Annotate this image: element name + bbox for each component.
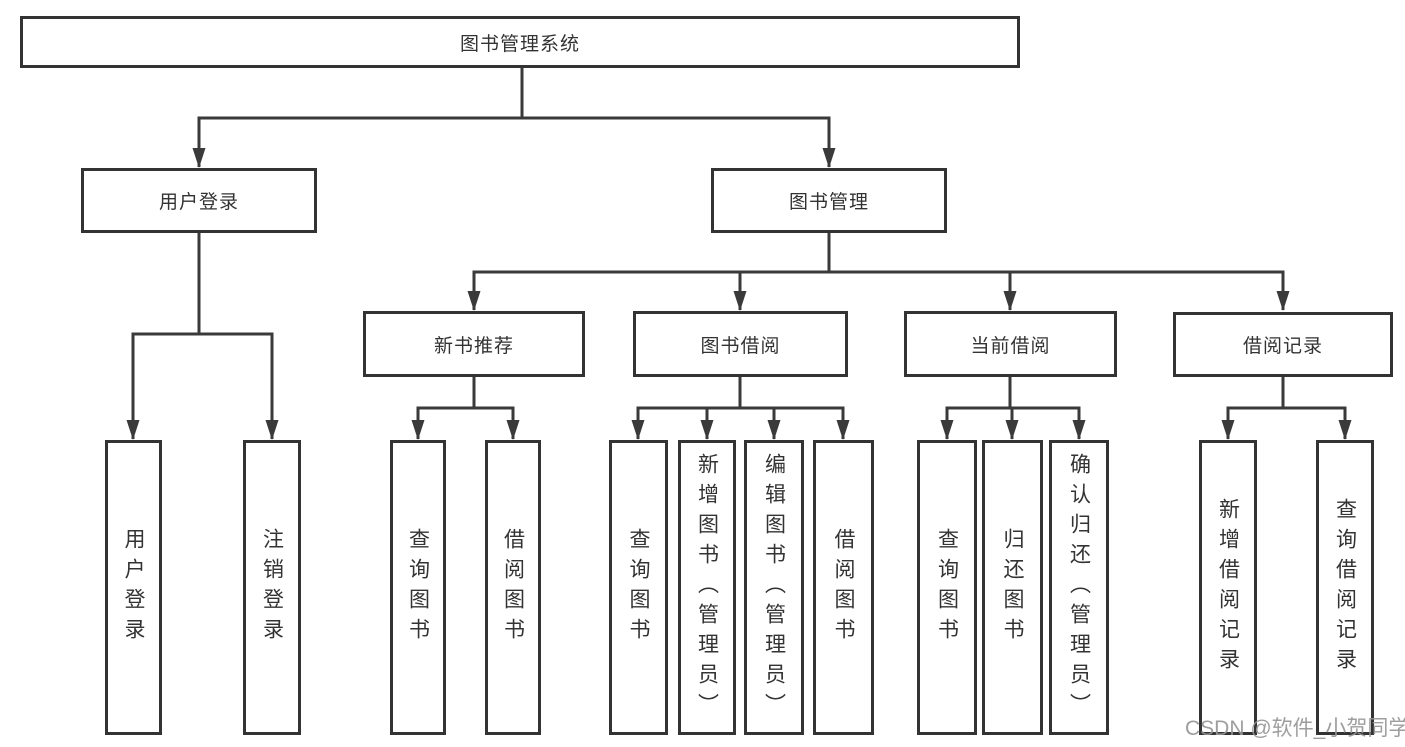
node-current-borrowing: 当前借阅 (904, 311, 1117, 377)
node-book-borrowing: 图书借阅 (633, 311, 848, 377)
node-label: 查询图书 (935, 527, 959, 648)
node-new-book-recommendation: 新书推荐 (363, 311, 585, 377)
node-label: 图书借阅 (700, 335, 781, 357)
node-label: 用户登录 (122, 527, 145, 648)
leaf-query-borrow-record: 查询借阅记录 (1316, 440, 1374, 735)
csdn-watermark: CSDN @软件_小贺同学 (1185, 717, 1405, 740)
node-label: 借阅图书 (832, 527, 855, 648)
leaf-confirm-return-admin: 确认归还（管理员） (1049, 440, 1109, 735)
leaf-query-books-recommend: 查询图书 (390, 440, 446, 735)
leaf-borrow-books: 借阅图书 (813, 440, 874, 735)
node-label: 用户登录 (158, 192, 239, 213)
node-label: 查询图书 (627, 527, 650, 648)
node-label: 确认归还（管理员） (1067, 452, 1091, 723)
node-label: 查询图书 (406, 527, 430, 648)
leaf-add-books-admin: 新增图书（管理员） (678, 440, 736, 735)
node-label: 新增图书（管理员） (695, 452, 719, 723)
node-label: 新书推荐 (433, 335, 514, 357)
node-label: 新增借阅记录 (1216, 497, 1240, 678)
leaf-query-books-current: 查询图书 (917, 440, 977, 735)
leaf-logout: 注销登录 (243, 440, 301, 735)
leaf-query-books-borrowing: 查询图书 (609, 440, 668, 735)
leaf-borrow-books-recommend: 借阅图书 (485, 440, 541, 735)
node-label: 借阅图书 (501, 527, 525, 648)
leaf-user-login: 用户登录 (105, 440, 162, 735)
leaf-return-books: 归还图书 (982, 440, 1043, 735)
node-library-management-system: 图书管理系统 (20, 16, 1020, 68)
node-label: 图书管理系统 (459, 33, 580, 55)
leaf-add-borrow-record: 新增借阅记录 (1199, 440, 1257, 735)
node-label: 借阅记录 (1242, 336, 1323, 357)
node-borrowing-records: 借阅记录 (1173, 312, 1393, 377)
node-label: 图书管理 (788, 192, 869, 213)
node-user-login: 用户登录 (81, 168, 317, 233)
node-label: 当前借阅 (970, 335, 1051, 357)
node-label: 归还图书 (1001, 527, 1024, 648)
node-label: 注销登录 (260, 527, 284, 648)
leaf-edit-books-admin: 编辑图书（管理员） (744, 440, 804, 735)
node-label: 编辑图书（管理员） (762, 452, 786, 723)
node-label: 查询借阅记录 (1333, 497, 1357, 678)
node-book-management: 图书管理 (711, 168, 947, 233)
